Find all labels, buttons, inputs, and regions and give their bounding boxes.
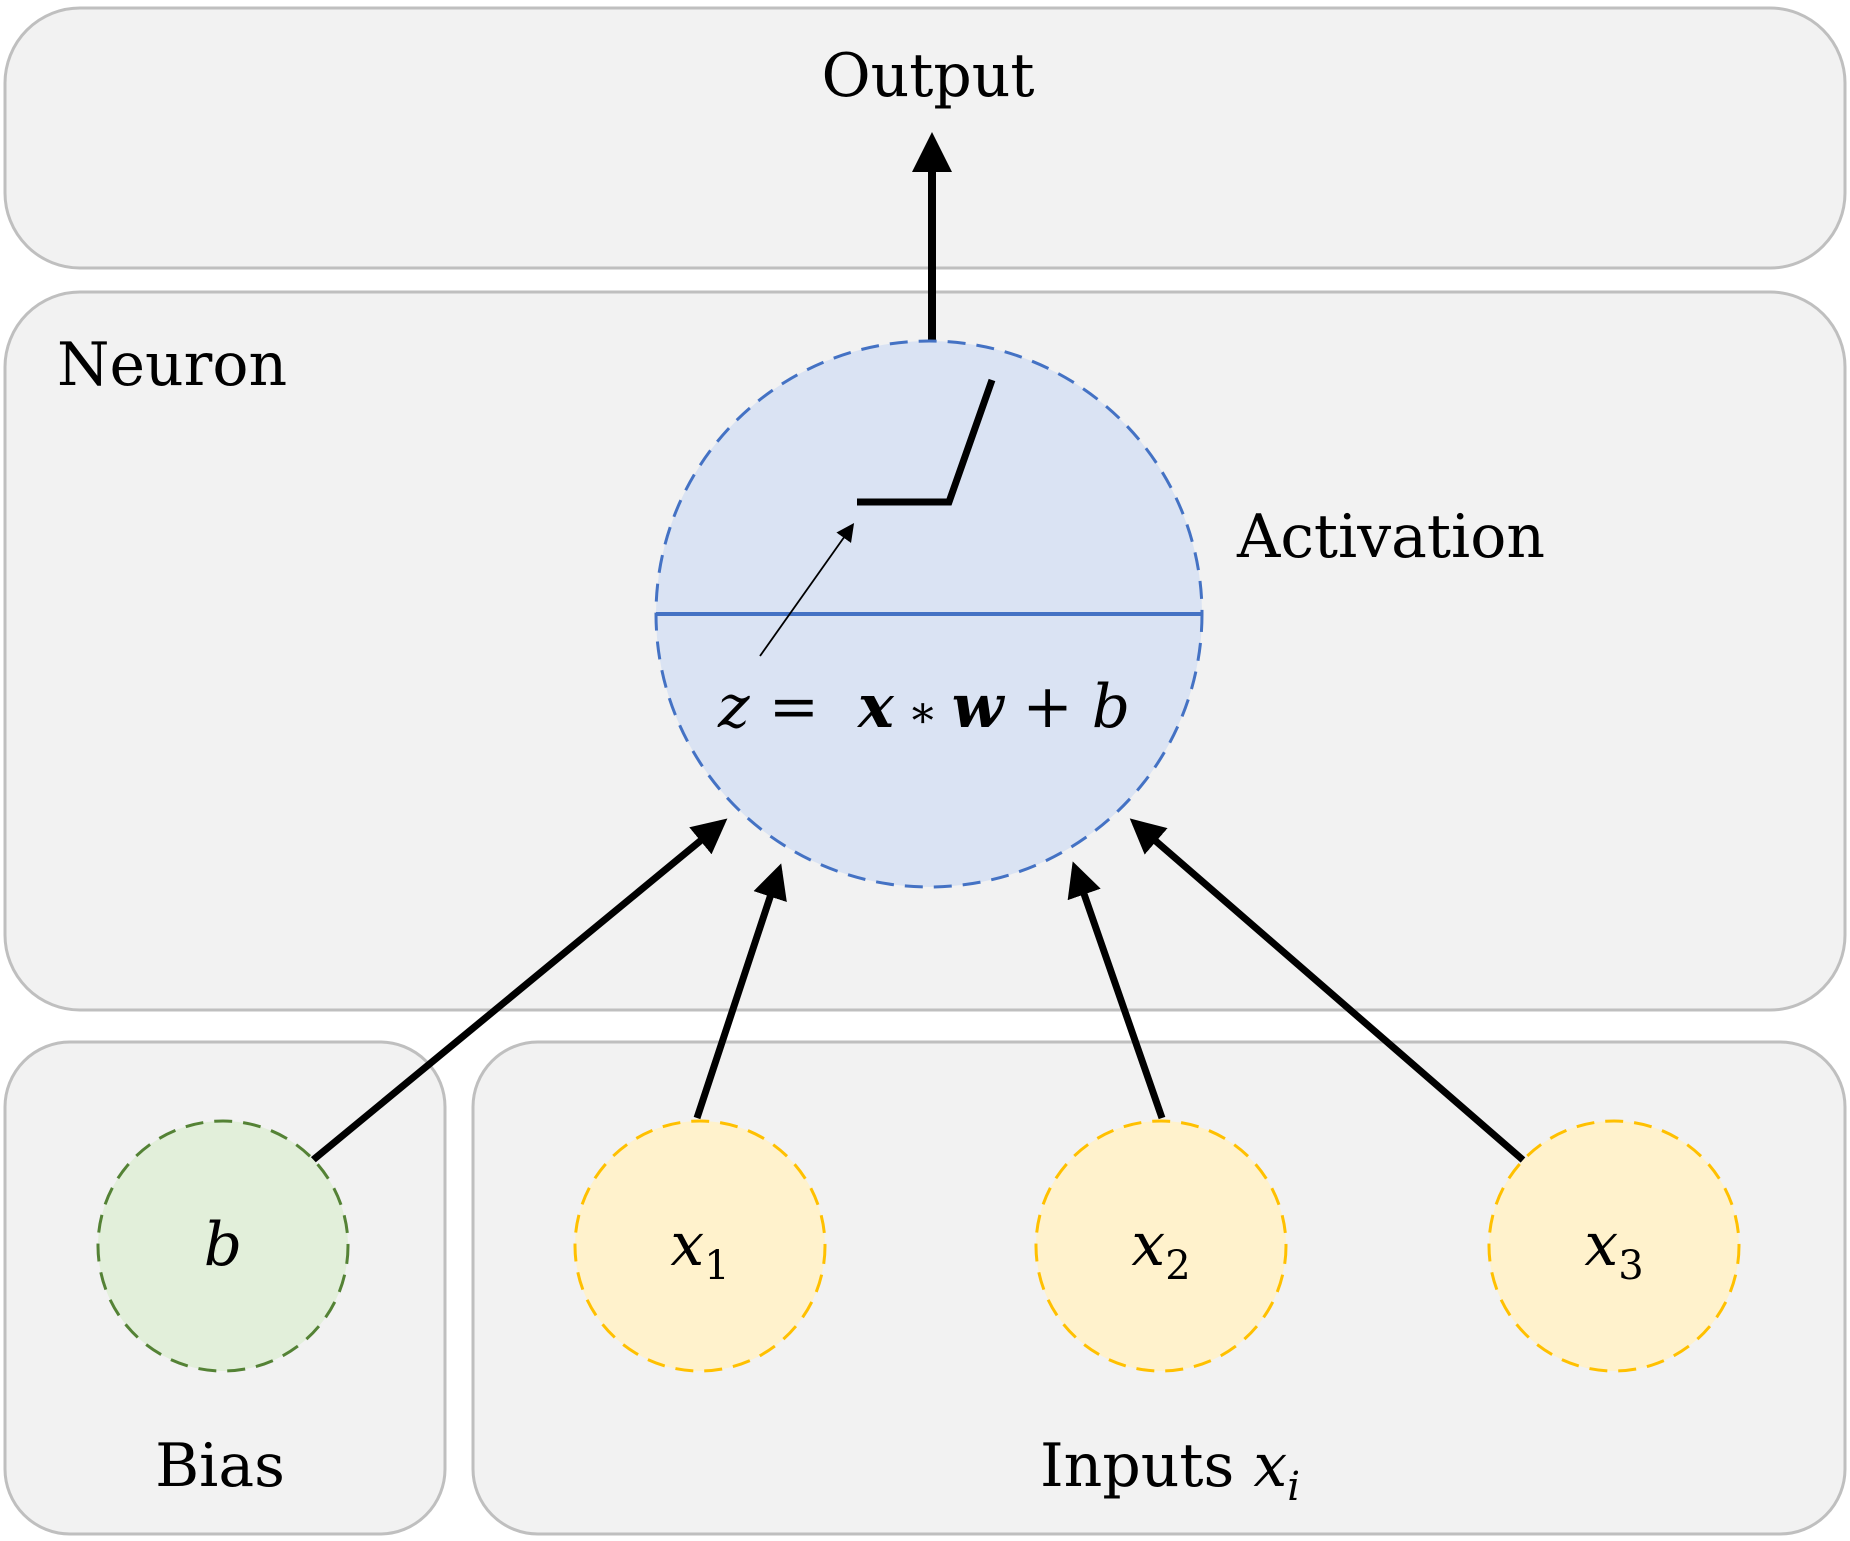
- neuron-label: Neuron: [57, 330, 287, 400]
- output-label: Output: [821, 41, 1034, 111]
- bias-node-label: b: [204, 1210, 242, 1280]
- input-node-x2: [1034, 1119, 1288, 1373]
- weighted-sum-formula: z = x ∗ w + b: [717, 672, 1130, 742]
- input-node-x3: [1487, 1119, 1741, 1373]
- input-node-x1: [573, 1119, 827, 1373]
- input-node-x2-label: x2: [1131, 1210, 1190, 1289]
- input-node-x1-label: x1: [670, 1210, 729, 1289]
- bias-node: [96, 1119, 350, 1373]
- formula-to-activation-arrow: [759, 523, 855, 657]
- x3-arrow: [1129, 818, 1526, 1163]
- relu-activation-icon: [857, 378, 996, 506]
- bias-arrow: [310, 818, 728, 1163]
- x1-arrow: [693, 863, 787, 1120]
- x2-arrow: [1067, 861, 1166, 1120]
- bias-label: Bias: [155, 1431, 285, 1501]
- input-node-x3-label: x3: [1584, 1210, 1643, 1289]
- activation-label: Activation: [1236, 502, 1545, 572]
- inputs-label: Inputs xi: [1040, 1431, 1300, 1510]
